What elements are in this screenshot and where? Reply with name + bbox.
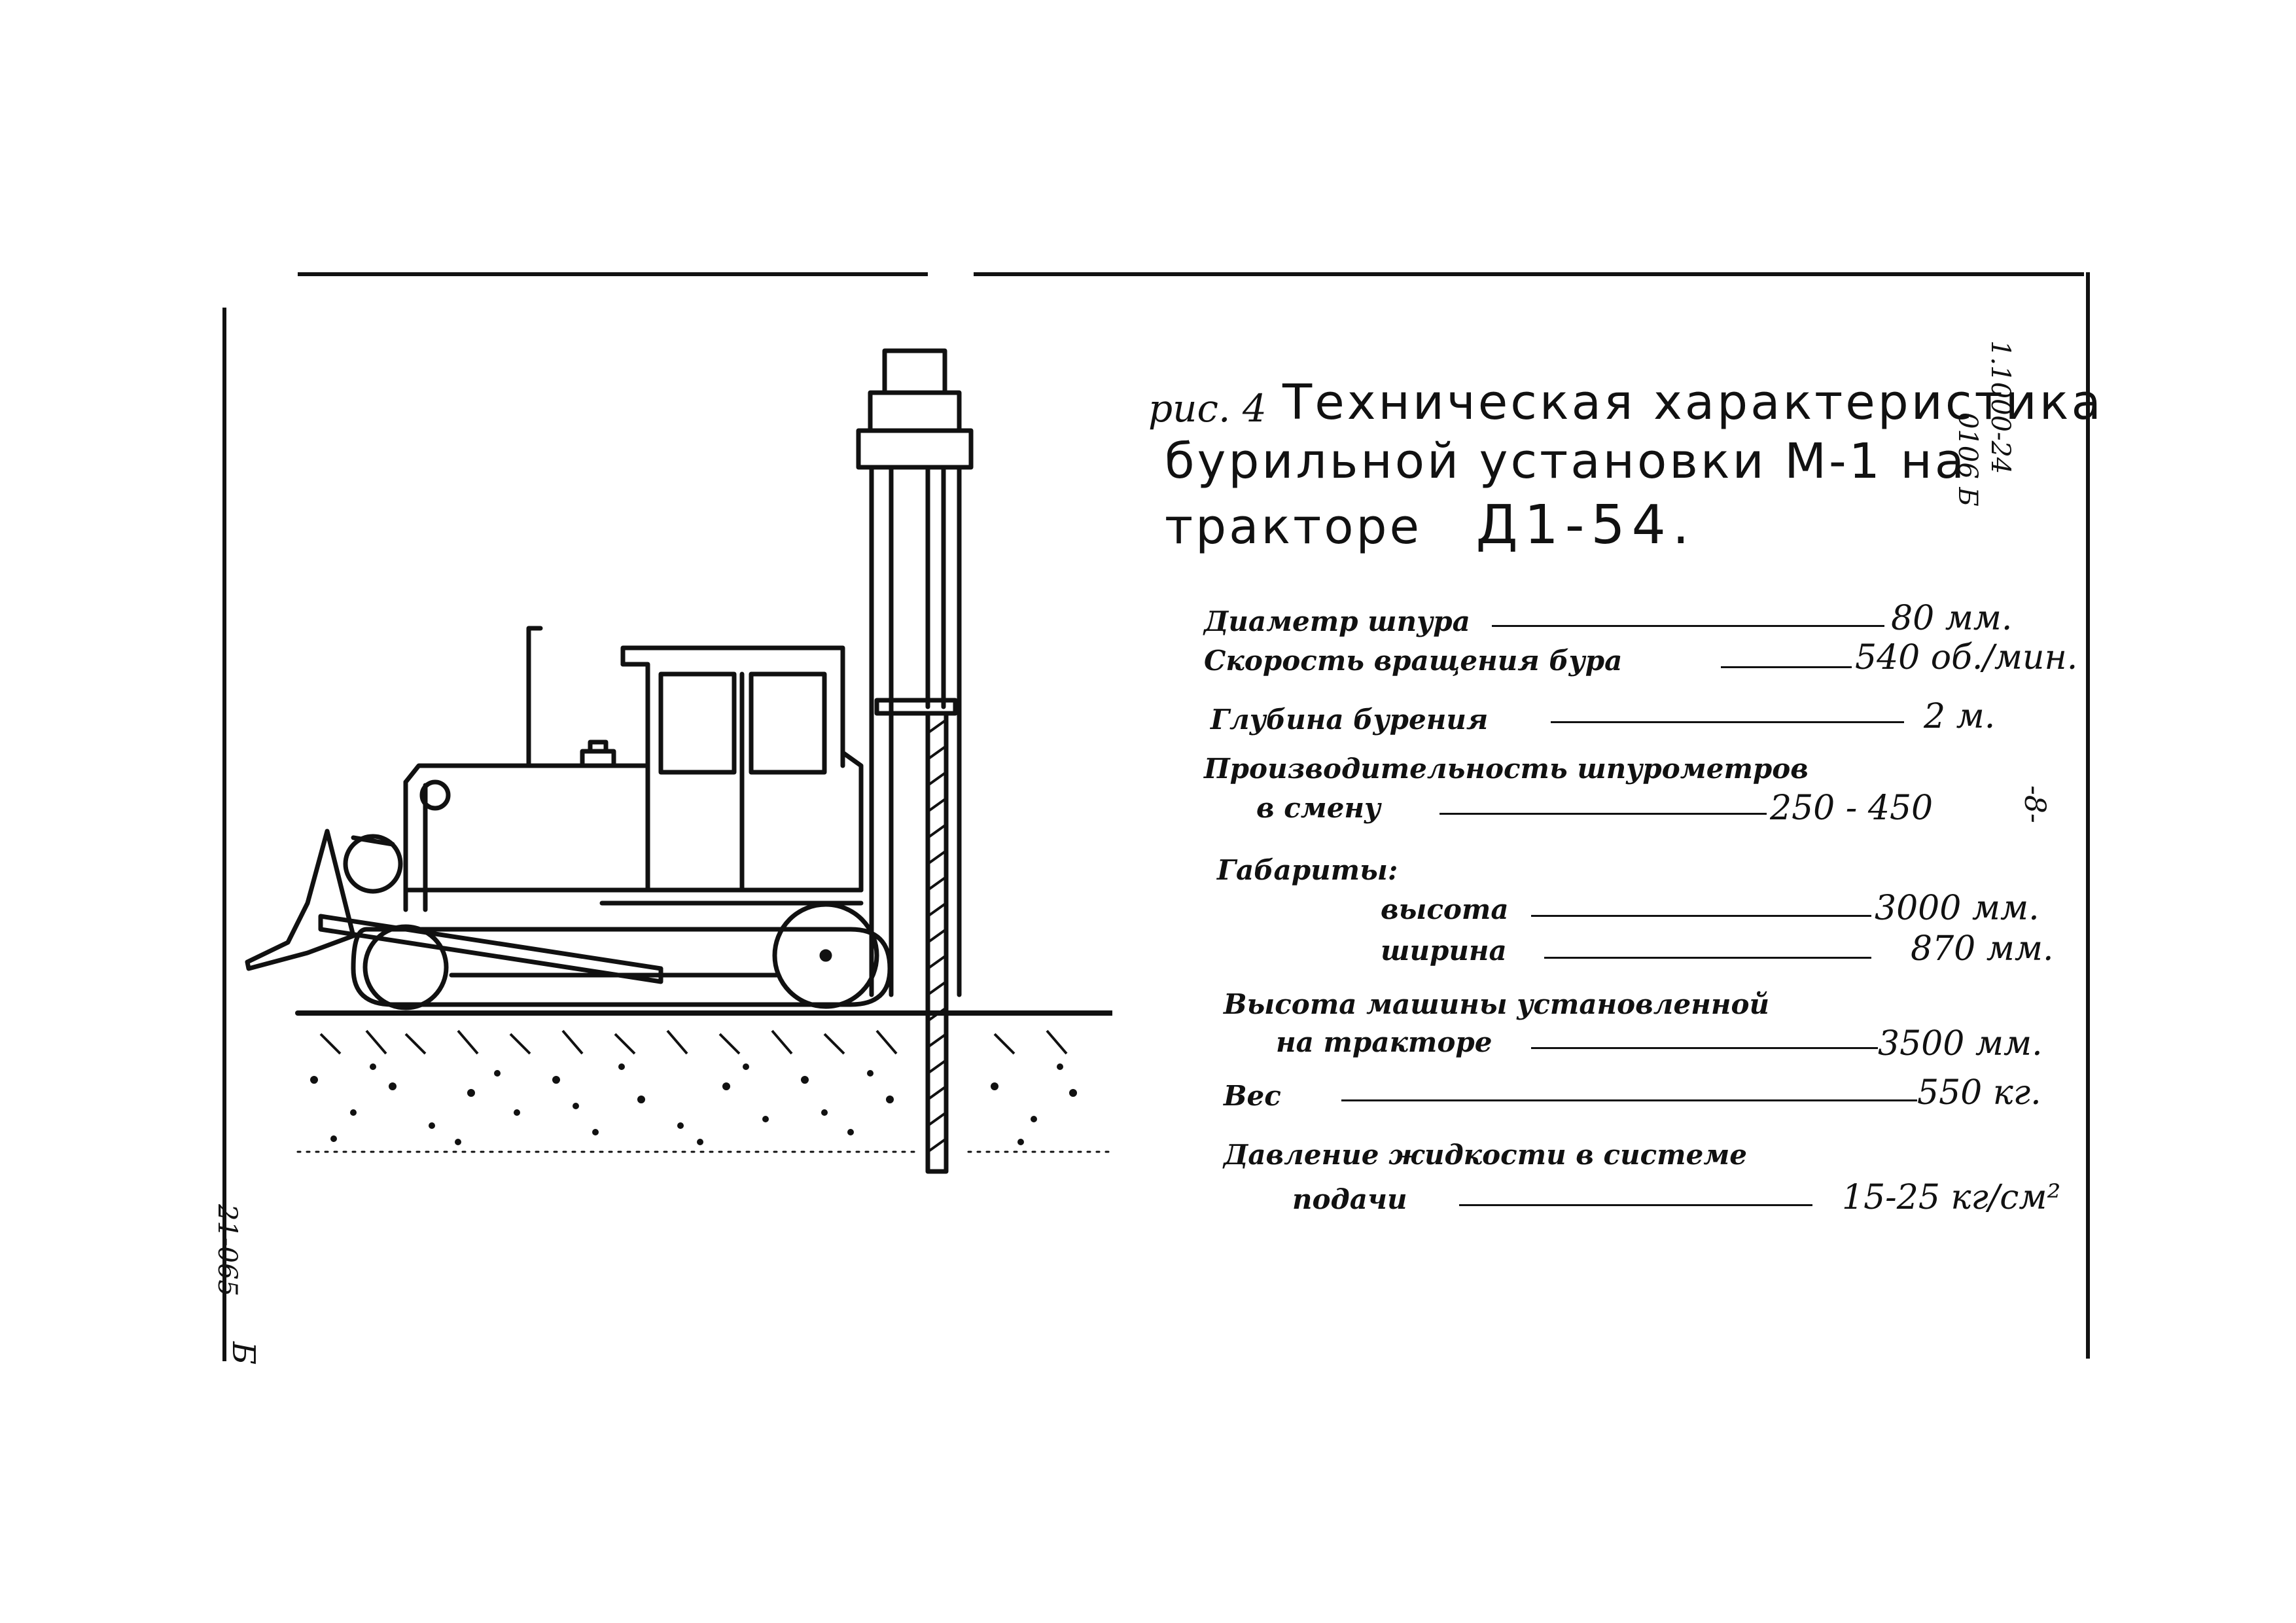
spec-label: на тракторе [1276,1026,1492,1058]
dozer-blade-icon [245,829,356,971]
frame-border-gap [928,268,974,280]
spec-value: 540 об./мин. [1855,638,2078,677]
spec-value: 3500 мм. [1878,1024,2043,1063]
figure-number: рис. 4 [1148,386,1267,431]
spec-label: Скорость вращения бура [1204,645,1623,677]
spec-label: Глубина бурения [1210,704,1489,736]
spec-label: Диаметр шпура [1204,605,1470,637]
spec-label: высота [1381,893,1509,925]
leader-line [1341,1099,1917,1101]
spec-value: 80 мм. [1891,599,2013,638]
leader-line [1459,1204,1812,1206]
document-code-left: 21-065 [212,1204,242,1296]
tractor-model: Д1-54. [1475,494,1696,556]
document-code-right: 1.1000-24 [1985,340,2015,474]
spec-label: подачи [1292,1183,1407,1215]
leader-line [1531,915,1871,917]
frame-right-border [2086,272,2090,1359]
spec-label: в смену [1256,792,1381,824]
spec-label: Высота машины установленной [1224,988,1770,1020]
spec-value: 2 м. [1924,697,1996,736]
leader-line [1721,666,1852,668]
page-title-line3: тракторе Д1-54. [1165,499,1696,552]
document-subcode-right: 0106 Б [1952,412,1983,507]
frame-top-border [298,272,2084,276]
leader-line [1492,625,1884,627]
spec-label: Давление жидкости в системе [1224,1139,1747,1171]
page-title-line1: Техническая характеристика [1282,374,2104,431]
spec-value: 870 мм. [1911,929,2054,969]
spec-value: 550 кг. [1917,1073,2041,1113]
spec-value: 3000 мм. [1875,889,2040,928]
leader-line [1531,1047,1878,1049]
spec-label: Вес [1224,1080,1281,1112]
spec-label: ширина [1381,935,1507,967]
leader-line [1439,813,1767,815]
crawler-track-icon [351,927,892,1007]
tractor-drill-illustration [245,348,1112,1174]
ground-soil-hatch [310,1029,1077,1145]
mast-cap-icon [882,348,947,395]
title-tractor-word: тракторе [1165,499,1422,555]
page-title-line2: бурильной установки М-1 на [1165,433,1968,490]
leader-line [1544,957,1871,959]
page-number: -8- [2018,785,2051,823]
leader-line [1551,721,1904,723]
spec-label: Производительность шпурометров [1204,753,1809,785]
document-letter-left: Б [225,1342,262,1365]
frame-left-border [222,308,226,1361]
spec-value: 15-25 кг/см² [1842,1178,2061,1217]
spec-value: 250 - 450 [1770,789,1934,828]
spec-label: Габариты: [1217,854,1398,886]
